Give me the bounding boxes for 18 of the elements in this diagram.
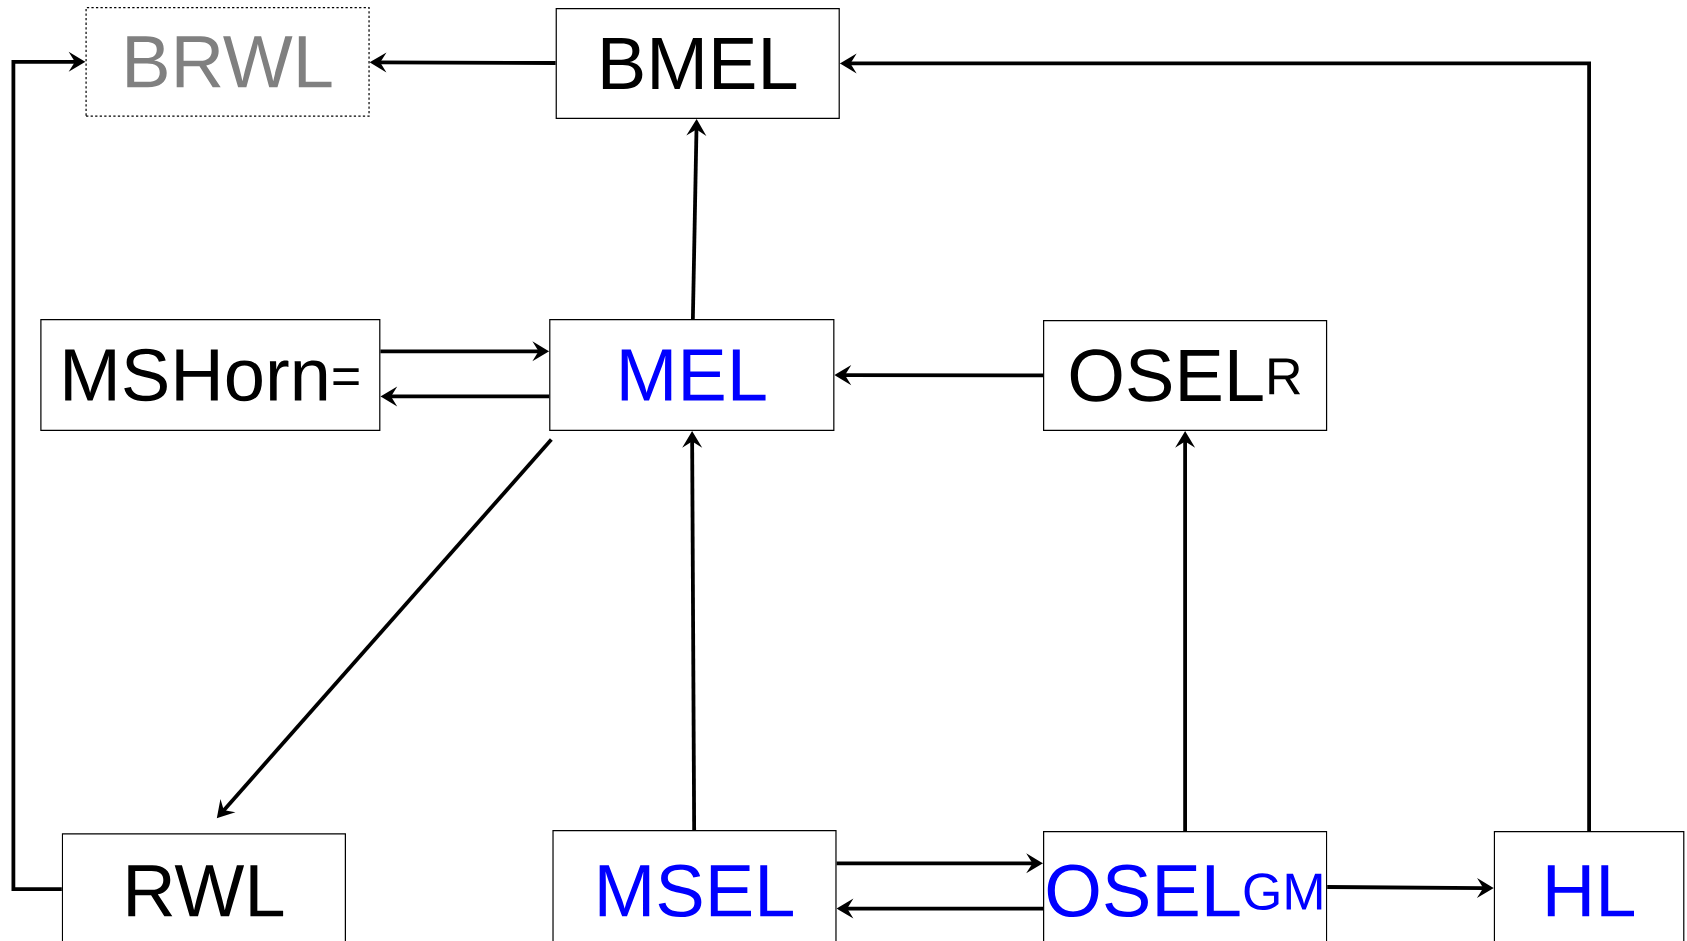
node-label: MEL bbox=[621, 349, 766, 401]
process-box bbox=[40, 318, 381, 431]
node-label: MSHorn$^{=}$ bbox=[65, 348, 359, 401]
node-label: RWL bbox=[128, 865, 284, 917]
process-box bbox=[1043, 830, 1328, 941]
dashed-box bbox=[85, 6, 370, 117]
process-box bbox=[555, 7, 840, 119]
process-box bbox=[549, 318, 835, 431]
node-label: MSEL bbox=[599, 864, 793, 917]
node-label: BRWL bbox=[127, 36, 332, 88]
node-label: OSEL$^{GM}$ bbox=[1047, 864, 1322, 917]
node-label: BMEL bbox=[602, 37, 797, 89]
node-label: HL bbox=[1547, 865, 1634, 917]
node-label: OSEL$^{R}$ bbox=[1070, 349, 1301, 402]
process-box bbox=[1043, 319, 1328, 431]
process-box bbox=[1493, 830, 1685, 941]
process-box bbox=[61, 833, 346, 941]
process-box bbox=[552, 829, 837, 941]
